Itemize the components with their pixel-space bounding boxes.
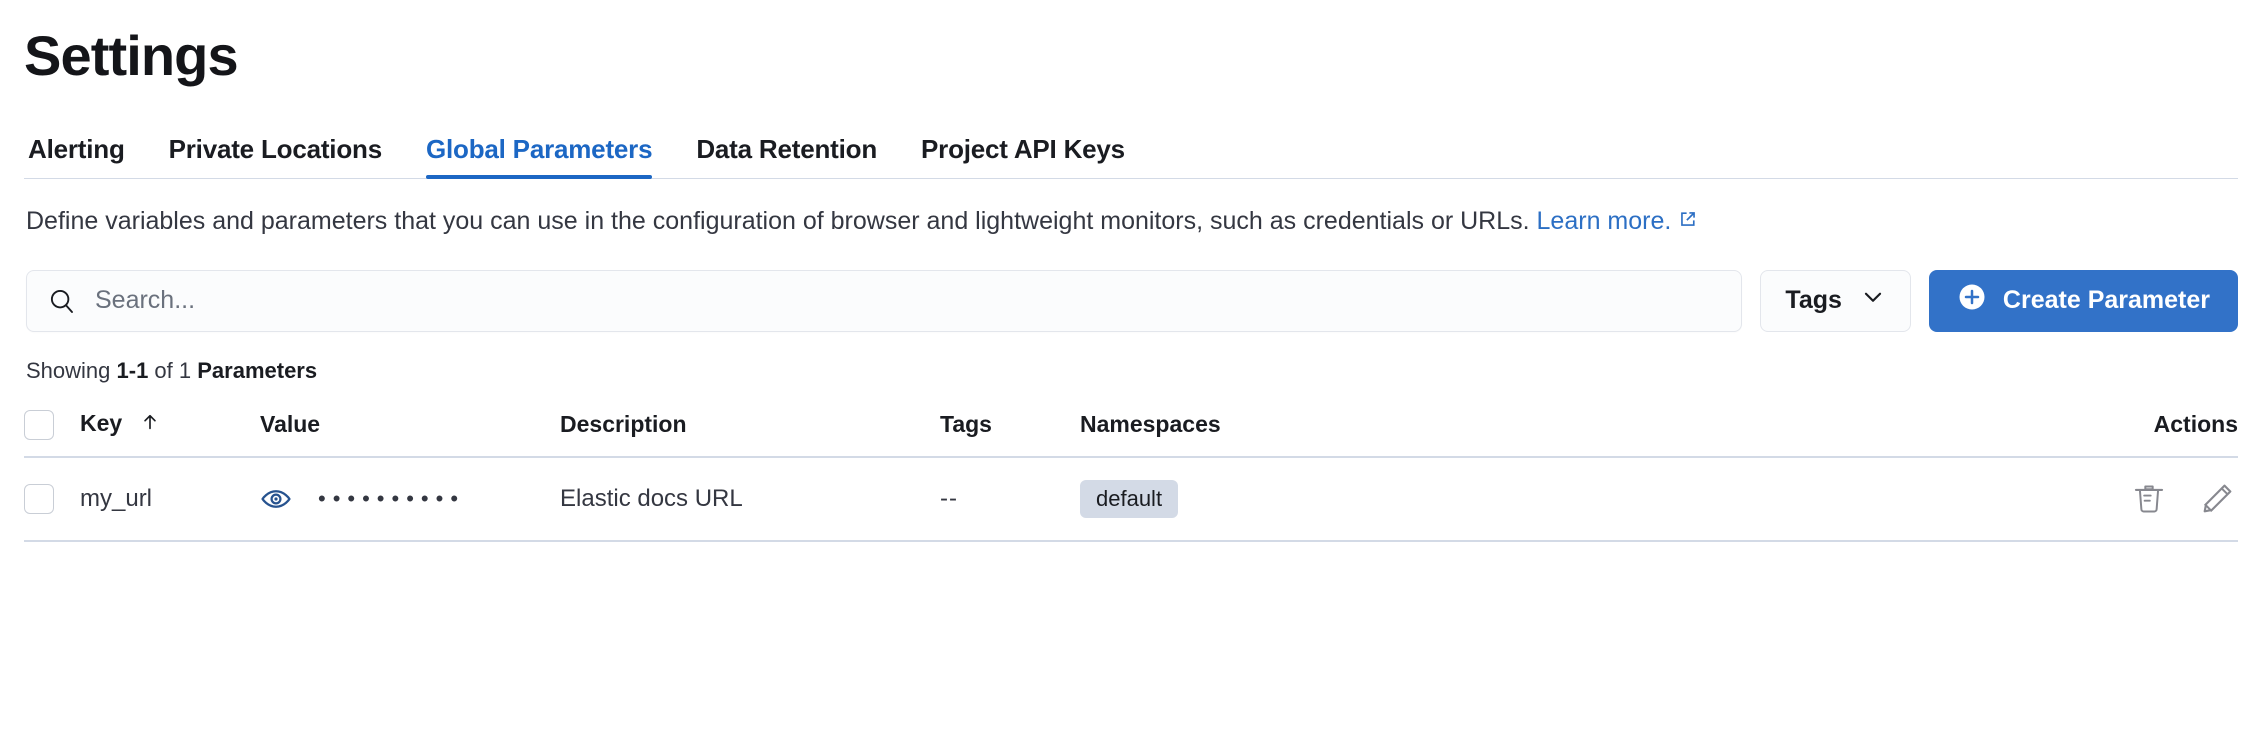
trash-icon[interactable] <box>2132 482 2166 516</box>
table-head: Key Value Description Tags Namespaces Ac… <box>24 399 2238 458</box>
column-key[interactable]: Key <box>80 399 260 458</box>
tab-project-api-keys[interactable]: Project API Keys <box>899 136 1147 178</box>
cell-key: my_url <box>80 456 260 542</box>
column-tags[interactable]: Tags <box>940 399 1080 458</box>
external-link-icon <box>1677 206 1699 240</box>
cell-description: Elastic docs URL <box>560 456 940 542</box>
column-namespaces[interactable]: Namespaces <box>1080 399 1510 458</box>
search-icon <box>47 286 77 316</box>
pencil-icon[interactable] <box>2200 482 2234 516</box>
results-summary: Showing 1-1 of 1 Parameters <box>24 358 2238 384</box>
search-input[interactable] <box>95 286 1722 316</box>
tab-data-retention[interactable]: Data Retention <box>674 136 899 178</box>
eye-icon[interactable] <box>260 483 292 515</box>
cell-namespaces: default <box>1080 456 1510 542</box>
create-parameter-button[interactable]: Create Parameter <box>1928 269 2238 332</box>
tab-private-locations[interactable]: Private Locations <box>147 136 404 178</box>
masked-value: •••••••••• <box>318 485 466 511</box>
tags-filter-label: Tags <box>1785 286 1842 315</box>
table-header-row: Key Value Description Tags Namespaces Ac… <box>24 399 2238 458</box>
plus-circle-icon <box>1957 282 1987 319</box>
toolbar: Tags Create Parameter <box>24 269 2238 332</box>
column-value[interactable]: Value <box>260 399 560 458</box>
table-row: my_url •••••••••• Elastic docs UR <box>24 456 2238 542</box>
select-all-checkbox[interactable] <box>24 409 54 440</box>
tags-filter-button[interactable]: Tags <box>1760 269 1911 332</box>
cell-tags: -- <box>940 456 1080 542</box>
results-middle: of 1 <box>148 357 198 383</box>
learn-more-label: Learn more. <box>1536 207 1672 235</box>
parameters-table: Key Value Description Tags Namespaces Ac… <box>24 399 2238 542</box>
results-entity: Parameters <box>197 357 318 383</box>
row-select-cell <box>24 456 80 542</box>
table-body: my_url •••••••••• Elastic docs UR <box>24 456 2238 542</box>
arrow-up-icon <box>139 411 161 439</box>
create-parameter-label: Create Parameter <box>2002 286 2210 315</box>
results-prefix: Showing <box>26 357 117 383</box>
chevron-down-icon <box>1860 284 1886 317</box>
namespace-badge: default <box>1080 479 1179 518</box>
tab-global-parameters[interactable]: Global Parameters <box>404 136 674 179</box>
column-description[interactable]: Description <box>560 399 940 458</box>
settings-tabs: Alerting Private Locations Global Parame… <box>24 124 2238 179</box>
row-checkbox[interactable] <box>24 483 54 514</box>
cell-actions <box>1510 456 2238 542</box>
page-description: Define variables and parameters that you… <box>24 205 2238 240</box>
column-actions: Actions <box>1510 399 2238 458</box>
description-text: Define variables and parameters that you… <box>26 207 1530 235</box>
results-range: 1-1 <box>116 357 149 383</box>
column-select-all <box>24 399 80 458</box>
search-box[interactable] <box>26 269 1743 332</box>
learn-more-link[interactable]: Learn more. <box>1537 207 1700 235</box>
column-key-label: Key <box>80 410 123 437</box>
cell-value: •••••••••• <box>260 456 560 542</box>
tab-alerting[interactable]: Alerting <box>24 136 147 178</box>
page-title: Settings <box>24 24 239 87</box>
